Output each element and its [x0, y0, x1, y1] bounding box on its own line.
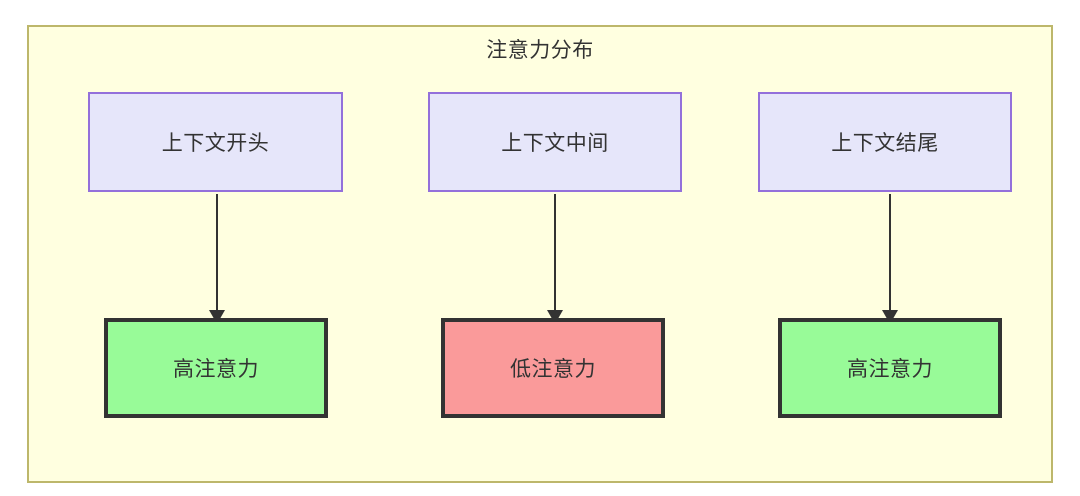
node-context-start-label: 上下文开头	[161, 132, 270, 155]
node-context-middle-label: 上下文中间	[501, 132, 609, 155]
node-context-end[interactable]: 上下文结尾	[758, 92, 1012, 192]
node-attention-middle[interactable]: 低注意力	[441, 318, 665, 418]
node-context-middle[interactable]: 上下文中间	[428, 92, 682, 192]
node-attention-middle-label: 低注意力	[510, 358, 596, 381]
node-attention-end[interactable]: 高注意力	[778, 318, 1002, 418]
node-attention-start[interactable]: 高注意力	[104, 318, 328, 418]
node-context-start[interactable]: 上下文开头	[88, 92, 343, 192]
diagram-title: 注意力分布	[486, 39, 594, 62]
node-attention-start-label: 高注意力	[173, 358, 259, 381]
node-attention-end-label: 高注意力	[847, 358, 933, 381]
node-context-end-label: 上下文结尾	[831, 132, 939, 155]
attention-distribution-group: 注意力分布 上下文开头 上下文中间 上下文结尾 高注意力 低	[27, 25, 1053, 483]
